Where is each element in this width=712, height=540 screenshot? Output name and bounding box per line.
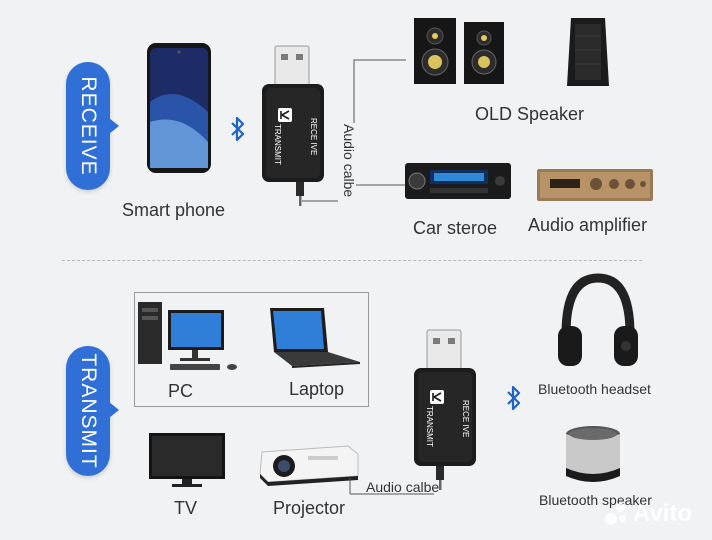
receive-cable-lines	[300, 55, 410, 205]
avito-wordmark: Avito	[633, 500, 693, 527]
receive-cable-label: Audio calbe	[341, 124, 357, 198]
pc-label: PC	[168, 381, 194, 401]
transmit-cable-lines	[348, 476, 438, 496]
adapter-transmit-text: TRANSMIT	[425, 406, 434, 447]
smartphone-image	[146, 42, 212, 174]
receive-mode-label: RECEIVE	[77, 76, 100, 176]
old-speaker-label: OLD Speaker	[475, 104, 585, 124]
adapter-transmit-text: TRANSMIT	[273, 124, 282, 165]
bluetooth-icon	[506, 384, 522, 412]
projector-image	[258, 438, 360, 486]
projector-label: Projector	[273, 498, 346, 518]
section-divider	[62, 260, 642, 261]
bluetooth-headset-label: Bluetooth headset	[538, 381, 651, 397]
smartphone-label: Smart phone	[122, 200, 226, 220]
bluetooth-speaker-image	[564, 424, 622, 490]
car-stereo-label: Car steroe	[413, 218, 498, 238]
tv-image	[148, 432, 226, 490]
bookshelf-speakers-image	[412, 16, 507, 86]
bluetooth-icon	[230, 115, 246, 143]
pill-arrow	[109, 402, 119, 418]
car-stereo-image	[404, 162, 512, 200]
source-devices-frame	[134, 292, 369, 407]
audio-amplifier-label: Audio amplifier	[528, 215, 648, 235]
desktop-pc-image	[136, 300, 240, 374]
bluetooth-adapter-device	[412, 324, 482, 494]
audio-amplifier-image	[536, 168, 654, 202]
pill-arrow	[109, 118, 119, 134]
avito-logo-icon	[603, 501, 631, 527]
laptop-label: Laptop	[289, 379, 345, 399]
bluetooth-headset-image	[556, 272, 640, 372]
transmit-mode-badge: TRANSMIT	[66, 346, 119, 476]
transmit-cable-label: Audio calbe	[366, 479, 440, 495]
pa-speaker-image	[565, 16, 611, 88]
adapter-receive-text: RECE IVE	[461, 400, 470, 438]
laptop-image	[262, 306, 362, 370]
receive-mode-badge: RECEIVE	[66, 62, 119, 190]
avito-watermark: Avito	[603, 500, 692, 528]
transmit-mode-label: TRANSMIT	[77, 353, 100, 469]
bluetooth-adapter-device	[260, 40, 330, 210]
tv-label: TV	[174, 498, 198, 518]
